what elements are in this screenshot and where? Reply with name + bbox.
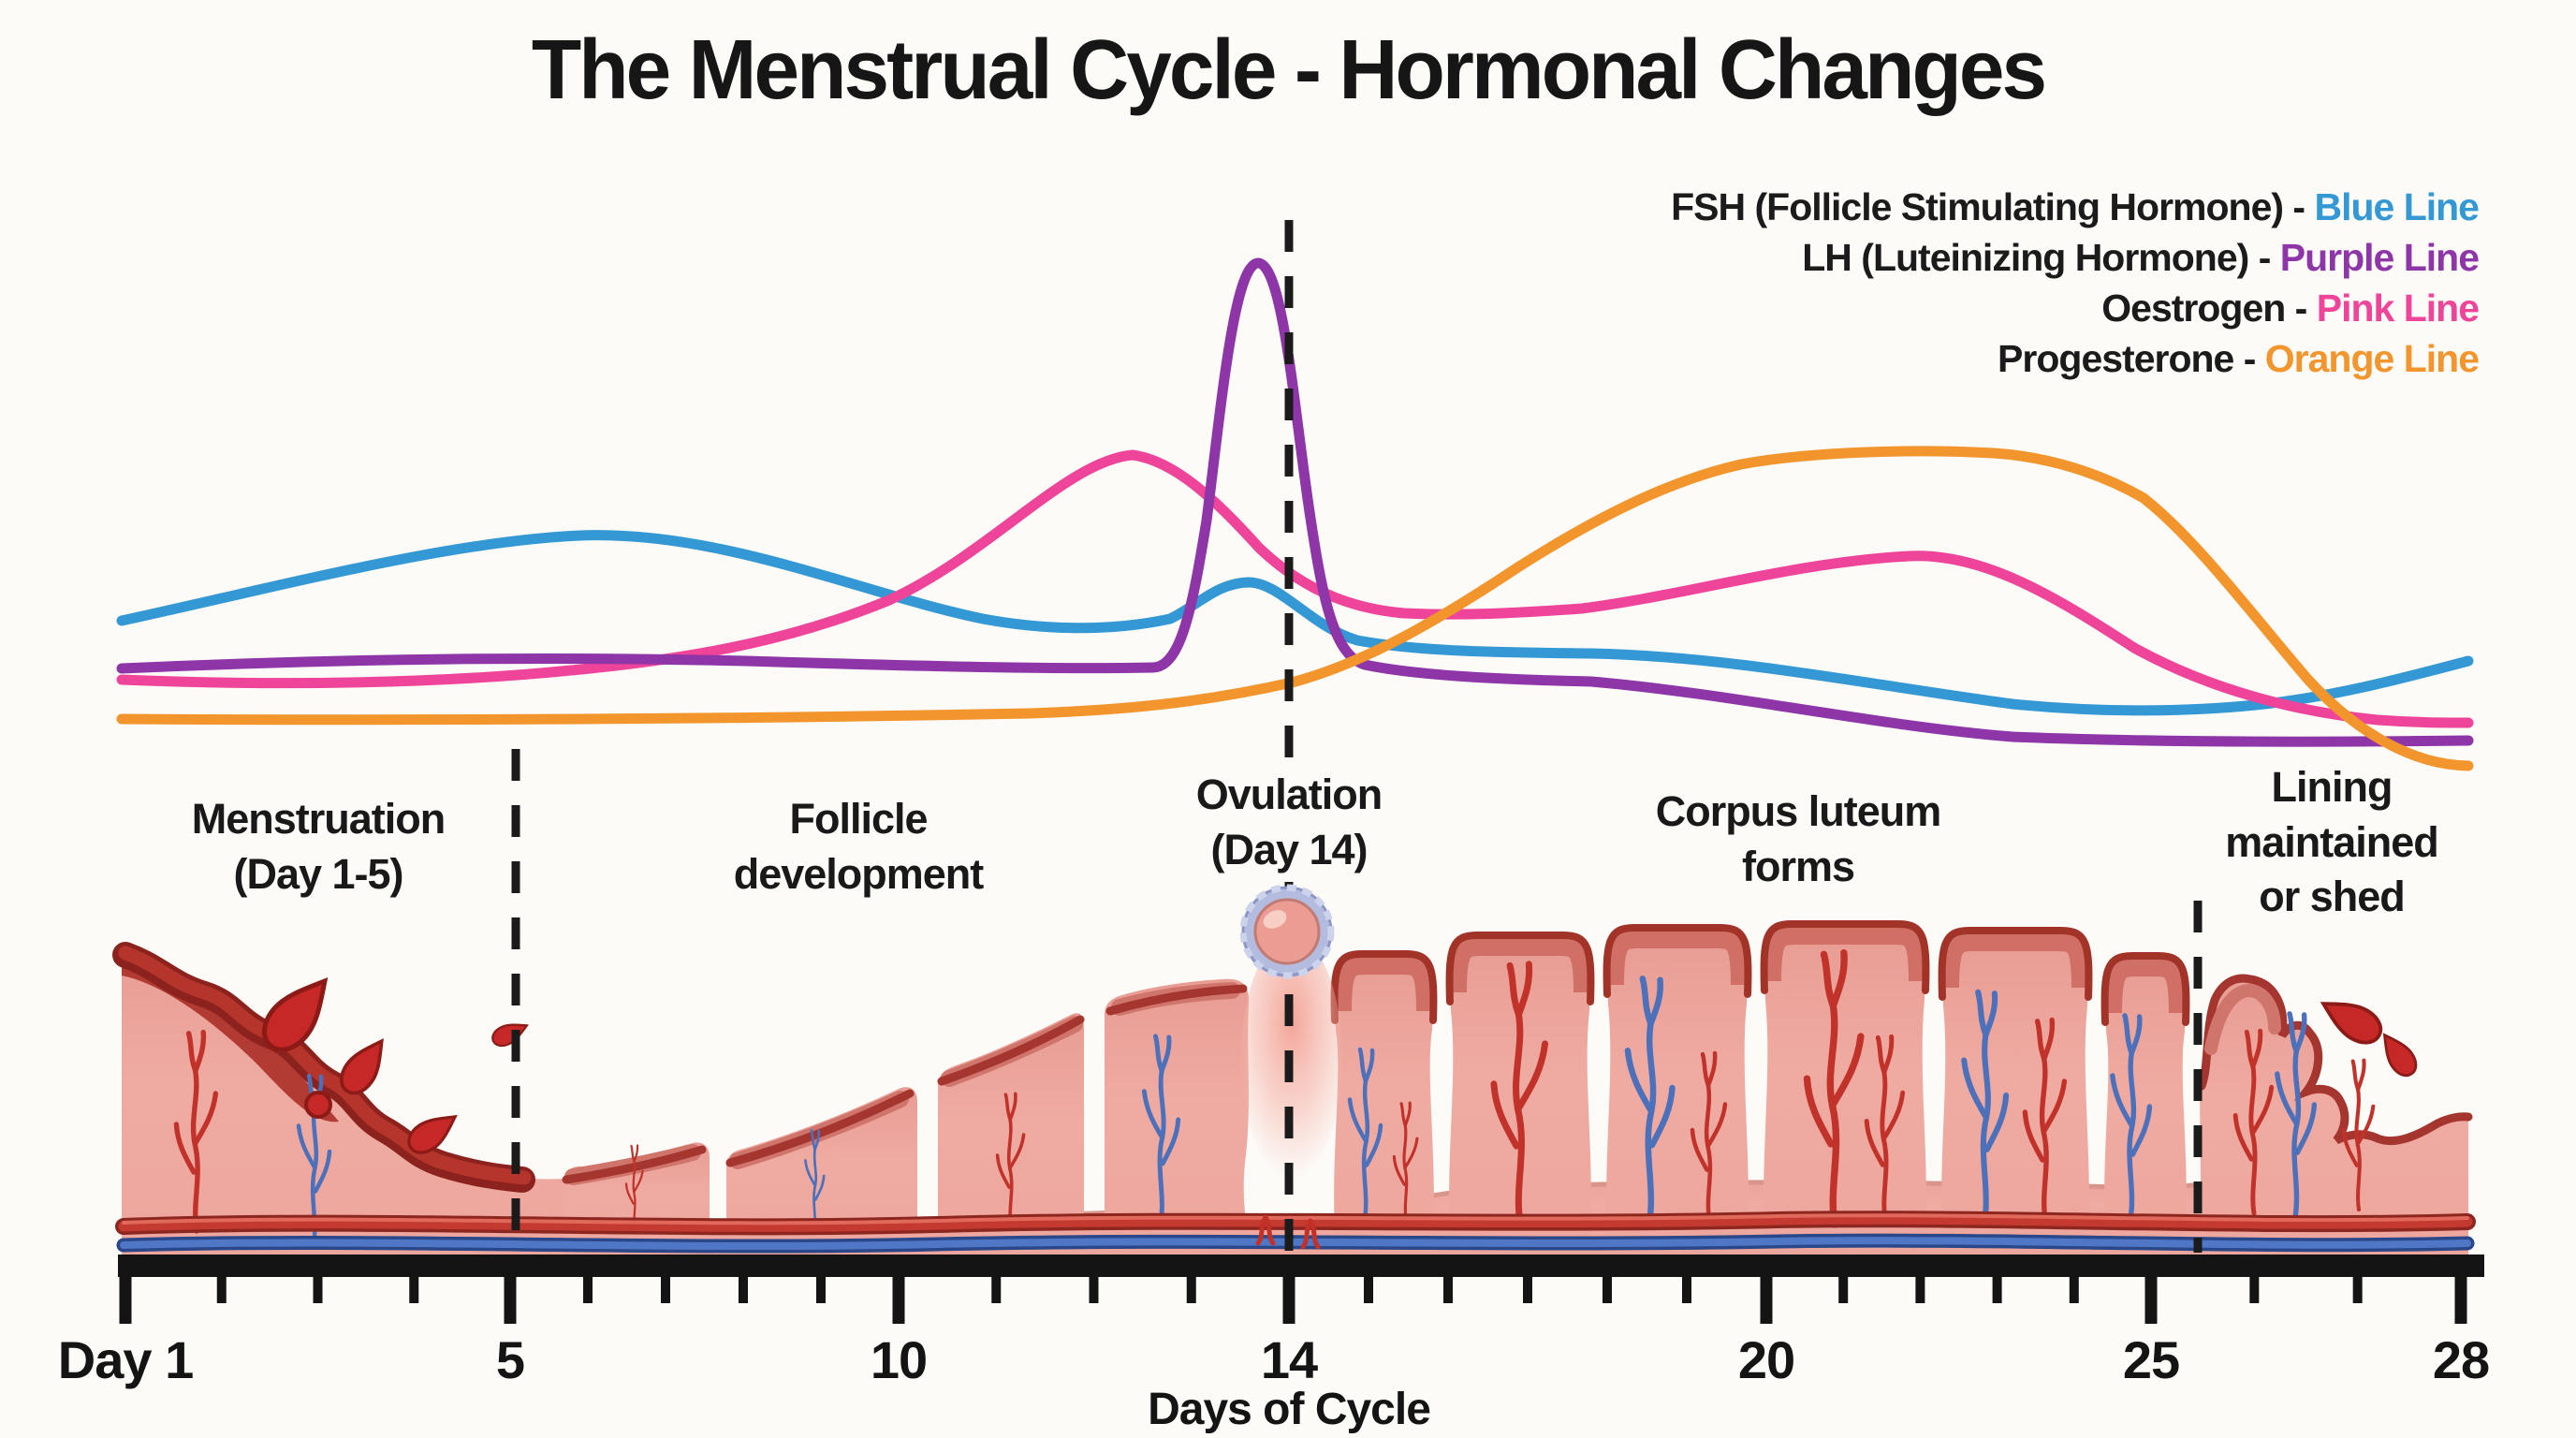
legend-hormone-name: Oestrogen - <box>2101 286 2317 330</box>
menstrual-flow-droplets <box>255 967 533 1161</box>
ovum-icon <box>1239 884 1335 979</box>
endometrium-column <box>1606 929 1749 1256</box>
axis-tick-label: 20 <box>1737 1330 1795 1389</box>
column-cap-rim <box>1603 924 1752 998</box>
column-cap-rim <box>1445 932 1595 1005</box>
axis-tick-label: 14 <box>1260 1330 1318 1389</box>
ovulation-squiggles <box>1255 1214 1321 1250</box>
phase-label-ovulation: Ovulation (Day 14) <box>1195 770 1383 873</box>
column-cap-rim <box>2100 952 2190 1026</box>
hormone-legend: FSH (Follicle Stimulating Hormone) - Blu… <box>1671 185 2480 381</box>
column-cap-rim <box>1938 927 2093 1001</box>
phase-label-corpus-luteum: Corpus luteum forms <box>1655 787 1942 890</box>
legend-item: Oestrogen - Pink Line <box>2101 286 2480 330</box>
legend-line-name: Blue Line <box>2314 185 2480 228</box>
diagram-title: The Menstrual Cycle - Hormonal Changes <box>531 23 2047 117</box>
uterine-lining-illustration <box>112 920 2476 1256</box>
legend-item: LH (Luteinizing Hormone) - Purple Line <box>1802 236 2480 280</box>
endometrium-columns <box>1330 920 2190 1256</box>
column-cap-band <box>1603 928 1751 986</box>
column-cap-band <box>2101 956 2189 1014</box>
phase-label-lining: Lining maintained or shed <box>2225 763 2439 920</box>
endometrium-column <box>1941 932 2089 1256</box>
legend-line-name: Pink Line <box>2316 286 2480 330</box>
menstruation-tissue <box>112 942 607 1255</box>
phase-label-menstruation: Menstruation (Day 1-5) <box>191 795 446 898</box>
column-cap-band <box>1331 954 1437 1012</box>
column-cap-band <box>1761 924 1929 982</box>
endometrium-column <box>1334 955 1434 1256</box>
legend-item: FSH (Follicle Stimulating Hormone) - Blu… <box>1671 185 2480 229</box>
legend-hormone-name: Progesterone - <box>1998 337 2265 380</box>
legend-line-name: Orange Line <box>2264 337 2480 380</box>
shed-droplets <box>2313 988 2423 1082</box>
axis-tick-label: 28 <box>2432 1330 2490 1389</box>
axis-ticks <box>119 1275 2467 1324</box>
follicle-phase-lining <box>564 978 1251 1255</box>
legend-hormone-name: LH (Luteinizing Hormone) - <box>1802 236 2280 279</box>
axis-tick-label: Day 1 <box>57 1330 194 1389</box>
column-cap-band <box>1939 931 2092 989</box>
axis-title: Days of Cycle <box>1148 1385 1431 1434</box>
column-cap-rim <box>1760 920 1930 994</box>
legend-item: Progesterone - Orange Line <box>1998 337 2480 381</box>
legend-hormone-name: FSH (Follicle Stimulating Hormone) - <box>1671 185 2315 228</box>
axis-tick-label: 5 <box>495 1330 525 1389</box>
day-axis <box>118 1255 2484 1324</box>
phase-label-follicle: Follicle development <box>733 795 985 898</box>
progesterone-curve <box>116 446 2474 771</box>
column-cap-band <box>1446 935 1594 993</box>
shedding-lining <box>2197 974 2473 1255</box>
fsh-curve <box>116 530 2474 716</box>
endometrium-column <box>1449 936 1591 1256</box>
axis-bar <box>118 1255 2484 1277</box>
legend-line-name: Purple Line <box>2279 236 2480 279</box>
axis-tick-label: 25 <box>2122 1330 2180 1389</box>
lh-curve <box>116 257 2474 747</box>
column-cap-rim <box>1330 950 1438 1024</box>
hormone-curves <box>116 257 2474 771</box>
axis-tick-label: 10 <box>870 1330 928 1389</box>
